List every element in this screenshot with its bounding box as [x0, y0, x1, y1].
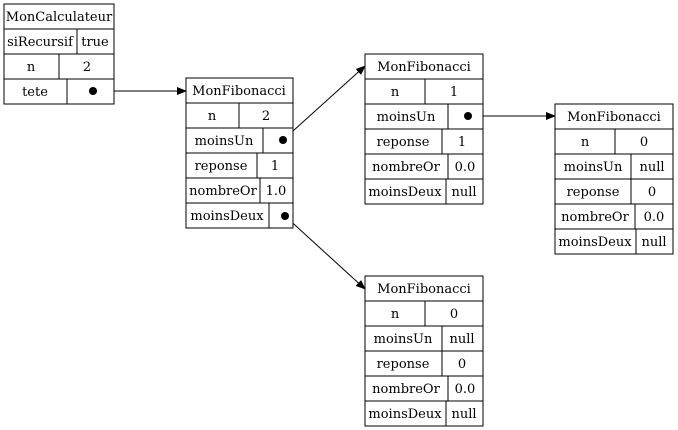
field-key: moinsUn	[195, 134, 254, 149]
field-key: n	[27, 60, 36, 75]
field-key: nombreOr	[372, 160, 440, 175]
field-key: n	[391, 307, 400, 322]
field-key: nombreOr	[561, 210, 629, 225]
node-mon-fibonacci-n1: MonFibonacci n 1 moinsUn reponse 1 nombr…	[364, 53, 484, 205]
field-value: 1	[458, 135, 466, 150]
node-title: MonFibonacci	[567, 110, 661, 125]
field-key: moinsDeux	[190, 209, 264, 224]
field-key: reponse	[377, 135, 430, 150]
field-key: moinsDeux	[368, 185, 442, 200]
field-key: n	[208, 109, 217, 124]
field-key: moinsDeux	[368, 407, 442, 422]
field-value: null	[639, 160, 664, 175]
field-key: moinsUn	[564, 160, 623, 175]
field-value: 2	[262, 109, 270, 124]
field-value: null	[451, 407, 476, 422]
node-title: MonCalculateur	[6, 10, 113, 25]
node-title: MonFibonacci	[192, 84, 286, 99]
field-value: null	[641, 235, 666, 250]
field-key: tete	[22, 85, 48, 100]
node-mon-fibonacci-n0-right: MonFibonacci n 0 moinsUn null reponse 0 …	[554, 103, 674, 255]
field-key: reponse	[377, 357, 430, 372]
field-key: reponse	[195, 159, 248, 174]
field-value: 0.0	[644, 210, 665, 225]
edges	[93, 65, 556, 290]
field-key: n	[391, 85, 400, 100]
field-value: true	[81, 35, 109, 50]
field-value: 1	[450, 85, 458, 100]
field-key: n	[581, 135, 590, 150]
field-value: 0	[450, 307, 458, 322]
field-key: moinsUn	[377, 110, 436, 125]
node-mon-fibonacci-n0-bottom: MonFibonacci n 0 moinsUn null reponse 0 …	[364, 275, 484, 427]
field-key: nombreOr	[372, 382, 440, 397]
field-value: 1.0	[266, 184, 287, 199]
field-key: reponse	[567, 185, 620, 200]
node-title: MonFibonacci	[377, 60, 471, 75]
field-value: 0.0	[455, 160, 476, 175]
pointer-dot	[281, 212, 289, 220]
field-value: 1	[271, 159, 279, 174]
pointer-dot	[464, 112, 472, 120]
field-key: siRecursif	[7, 35, 74, 50]
field-key: moinsUn	[374, 332, 433, 347]
field-value: 0	[458, 357, 466, 372]
field-key: moinsDeux	[558, 235, 632, 250]
edge-moinsun-to-fib1	[282, 65, 366, 141]
node-title: MonFibonacci	[377, 282, 471, 297]
field-value: null	[451, 185, 476, 200]
field-value: 0	[640, 135, 648, 150]
node-mon-fibonacci-n2: MonFibonacci n 2 moinsUn reponse 1 nombr…	[185, 77, 294, 229]
node-mon-calculateur: MonCalculateur siRecursif true n 2 tete	[3, 3, 115, 105]
field-key: nombreOr	[189, 184, 257, 199]
field-value: null	[449, 332, 474, 347]
pointer-dot	[279, 136, 287, 144]
edge-moinsdeux-to-fib0b	[284, 215, 366, 290]
field-value: 2	[83, 60, 91, 75]
field-value: 0.0	[455, 382, 476, 397]
pointer-dot	[89, 87, 97, 95]
field-value: 0	[648, 185, 656, 200]
